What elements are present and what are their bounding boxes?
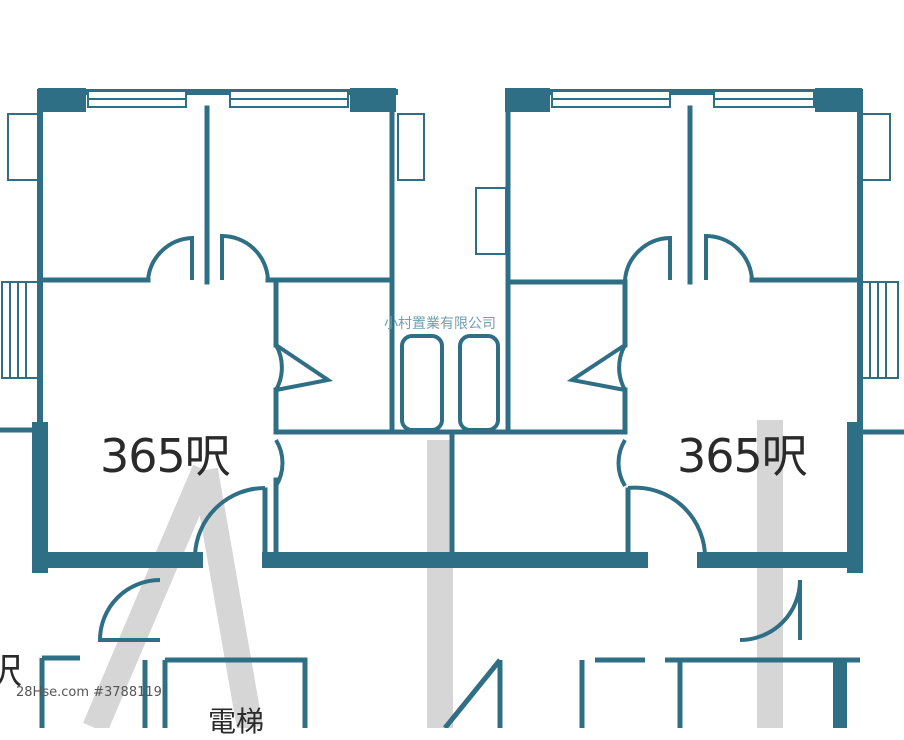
area-label-right: 365呎 (677, 429, 808, 483)
windows (1, 90, 899, 379)
door-swings (97, 233, 802, 642)
bathtubs (400, 334, 500, 432)
listing-code: 28Hse.com #3788119 (16, 685, 162, 700)
walls-right-unit (449, 89, 904, 573)
area-label-left: 365呎 (100, 429, 231, 483)
agency-watermark: 小村置業有限公司 (384, 316, 496, 332)
lower-walls (39, 655, 860, 728)
lift-label: 電梯 (208, 705, 265, 738)
edge-area-char: 呎 (0, 651, 23, 692)
columns (38, 88, 862, 112)
walls-left-unit (0, 89, 648, 573)
